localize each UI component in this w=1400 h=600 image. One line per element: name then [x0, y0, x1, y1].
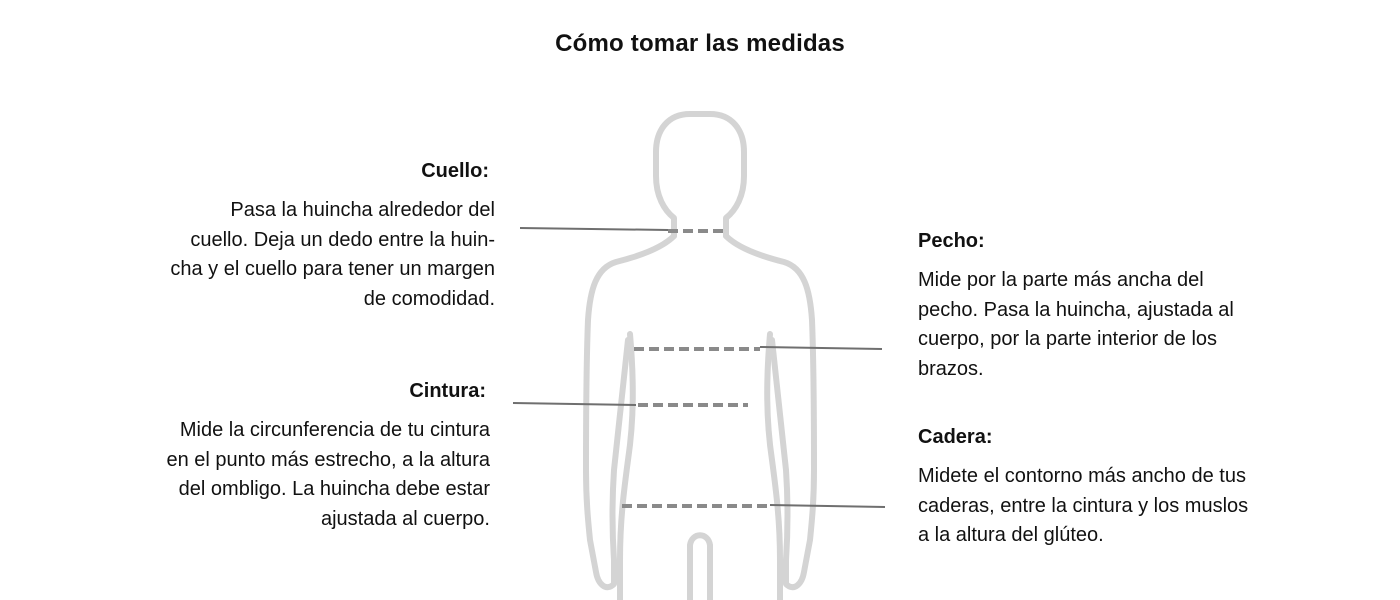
neck-line-1: Pasa la huincha alrededor del	[230, 199, 495, 221]
neck-leader-line	[519, 227, 669, 231]
chest-heading: Pecho:	[918, 230, 985, 252]
body-silhouette	[583, 111, 817, 600]
hip-description: Midete el contorno más ancho de tus cade…	[918, 462, 1318, 551]
waist-line-3: del ombligo. La huincha debe estar	[178, 478, 490, 500]
hip-section: Cadera: Midete el contorno más ancho de …	[918, 424, 1318, 551]
neck-line-2: cuello. Deja un dedo entre la huin-	[190, 228, 495, 251]
neck-line-4: de comodidad.	[363, 287, 495, 310]
waist-section: Cintura: Mide la circunferencia de tu ci…	[105, 378, 490, 534]
torso-outline	[583, 233, 817, 591]
neck-heading: Cuello:	[421, 160, 489, 182]
chest-line-2: pecho. Pasa la huincha, ajustada al	[918, 298, 1234, 321]
hip-line-3: a la altura del glúteo.	[918, 524, 1104, 546]
chest-line-4: brazos.	[918, 357, 984, 380]
head-outline	[653, 111, 747, 239]
waist-line-4: ajustada al cuerpo.	[320, 507, 490, 530]
leader-lines	[512, 227, 886, 508]
waist-line-2: en el punto más estrecho, a la altura	[166, 448, 490, 471]
hip-leader-line	[769, 504, 886, 508]
tape-lines	[622, 229, 770, 508]
torso-side-right	[764, 331, 783, 600]
waist-heading: Cintura:	[409, 380, 486, 402]
chest-leader-line	[759, 346, 883, 350]
waist-description: Mide la circunferencia de tu cintura en …	[105, 416, 490, 534]
chest-section: Pecho: Mide por la parte más ancha del p…	[918, 228, 1298, 384]
hip-line-1: Midete el contorno más ancho de tus	[918, 465, 1246, 487]
waist-line-1: Mide la circunferencia de tu cintura	[179, 419, 490, 441]
neck-description: Pasa la huincha alrededor del cuello. De…	[120, 196, 495, 314]
page-title: Cómo tomar las medidas	[555, 30, 845, 57]
hip-heading: Cadera:	[918, 426, 993, 448]
waist-leader-line	[512, 402, 637, 406]
hip-line-2: caderas, entre la cintura y los muslos	[918, 494, 1249, 517]
neck-line-3: cha y el cuello para tener un margen	[170, 258, 495, 280]
legs-outline	[687, 532, 713, 600]
chest-description: Mide por la parte más ancha del pecho. P…	[918, 266, 1298, 384]
chest-line-3: cuerpo, por la parte interior de los	[918, 328, 1218, 350]
neck-section: Cuello: Pasa la huincha alrededor del cu…	[120, 158, 495, 314]
chest-line-1: Mide por la parte más ancha del	[918, 269, 1204, 291]
torso-side-left	[617, 331, 636, 600]
